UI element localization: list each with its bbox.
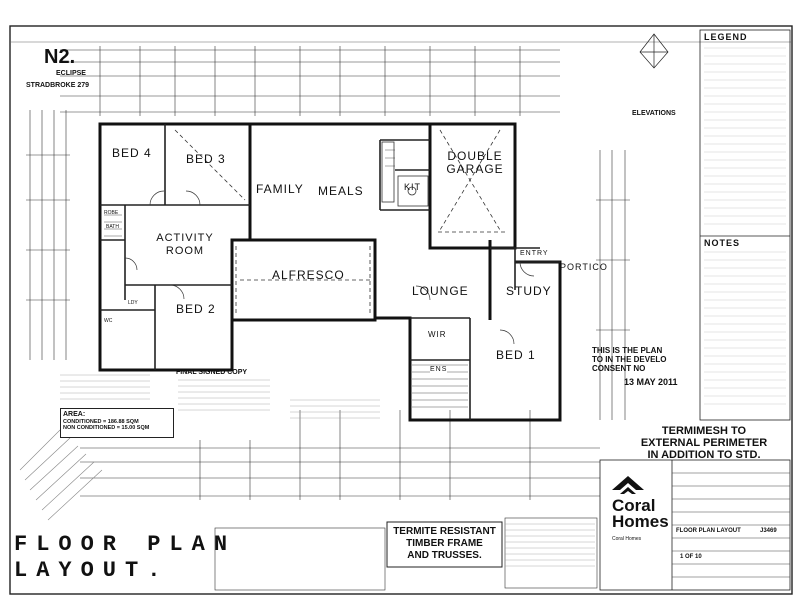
room-entry: ENTRY [520,250,549,257]
room-wir: WIR [428,330,447,339]
room-alfresco: ALFRESCO [272,268,345,282]
termimesh-line-2: EXTERNAL PERIMETER [640,437,768,449]
termimesh-line-3: IN ADDITION TO STD. [647,449,761,461]
approval-line-2: TO IN THE DEVELO [592,355,667,364]
final-signed-copy-stamp: FINAL SIGNED COPY [176,369,248,376]
room-bed2: BED 2 [176,302,216,316]
series-name: STRADBROKE 279 [26,82,90,89]
approval-stamp: THIS IS THE PLAN TO IN THE DEVELO CONSEN… [592,346,667,373]
room-robe: ROBE [104,210,119,216]
approval-date: 13 MAY 2011 [624,377,678,387]
room-family: FAMILY [256,182,304,196]
termite-note: TERMITE RESISTANT TIMBER FRAME AND TRUSS… [388,526,501,562]
area-box: AREA: CONDITIONED = 186.88 SQM NON CONDI… [60,408,174,438]
termimesh-note: TERMIMESH TO EXTERNAL PERIMETER IN ADDIT… [614,425,794,461]
area-title: AREA: [63,411,86,418]
room-lounge: LOUNGE [412,284,469,298]
job-number: J3469 [760,528,777,534]
drawing-title: FLOOR PLAN LAYOUT. [14,532,236,584]
termite-line-1: TERMITE RESISTANT [393,526,496,537]
room-meals: MEALS [318,184,364,198]
company-name-line-1: Coral [612,496,656,515]
room-activity: ACTIVITY ROOM [156,232,214,257]
elevations-label: ELEVATIONS [632,110,676,117]
sheet-title: FLOOR PLAN LAYOUT [676,528,741,534]
room-bed3: BED 3 [186,152,226,166]
room-bath: BATH [106,224,119,230]
drawing-title-line-2: LAYOUT. [14,558,170,583]
company-logo: Coral Homes [612,496,669,531]
room-portico: PORTICO [560,262,608,272]
room-kit: KIT [404,182,422,192]
company-office: Coral Homes [612,536,642,542]
room-ldy: LDY [128,300,138,306]
termite-line-3: AND TRUSSES. [407,550,482,561]
company-name-line-2: Homes [612,512,669,531]
room-study: STUDY [506,284,552,298]
room-ens: ENS [430,366,448,373]
room-double-garage: DOUBLE GARAGE [446,149,504,176]
approval-line-1: THIS IS THE PLAN [592,346,663,355]
termite-line-2: TIMBER FRAME [406,538,483,549]
room-wc: WC [104,318,113,324]
sheet-number: 1 OF 10 [680,554,702,560]
area-conditioned: CONDITIONED = 186.88 SQM [63,419,139,425]
legend-title: LEGEND [704,32,748,42]
area-non-conditioned: NON CONDITIONED = 15.00 SQM [63,425,150,431]
plan-code: N2. [44,46,76,68]
approval-line-3: CONSENT NO [592,364,646,373]
notes-title: NOTES [704,238,741,248]
facade-name: ECLIPSE [56,70,86,77]
room-bed1: BED 1 [496,348,536,362]
drawing-title-line-1: FLOOR PLAN [14,532,237,557]
termimesh-line-1: TERMIMESH TO [661,425,747,437]
room-bed4: BED 4 [112,146,152,160]
